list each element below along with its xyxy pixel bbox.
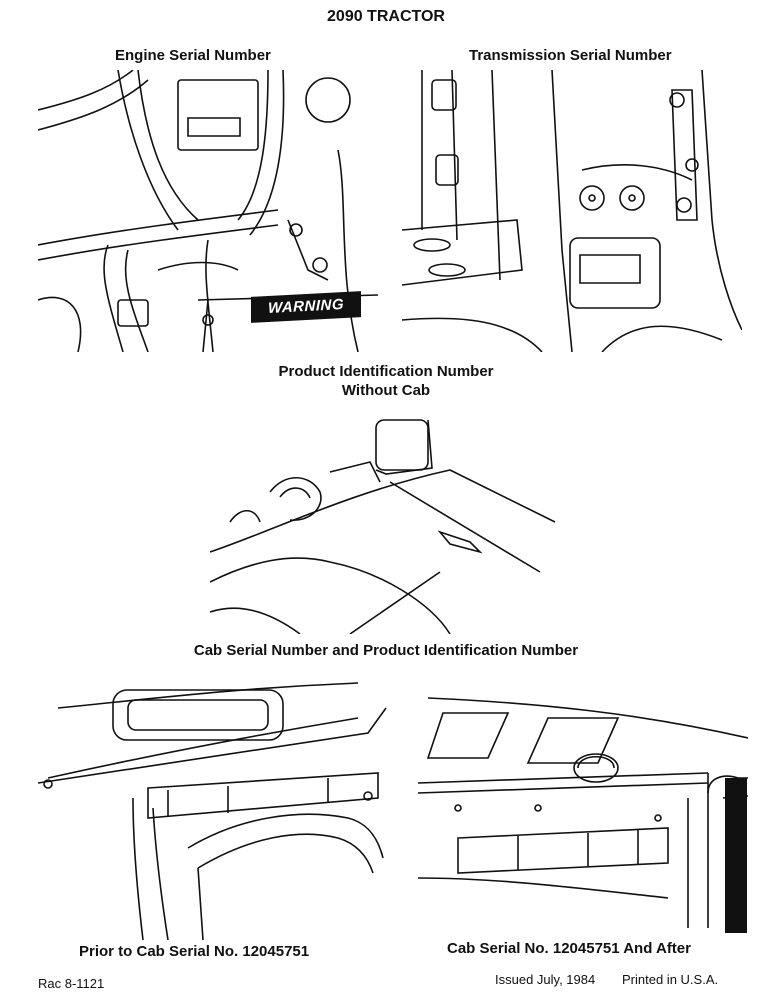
footer-printed-location: Printed in U.S.A. bbox=[622, 972, 719, 987]
cab-after-caption: Cab Serial No. 12045751 And After bbox=[447, 940, 691, 957]
engine-serial-caption: Engine Serial Number bbox=[115, 47, 271, 64]
cab-section-caption: Cab Serial Number and Product Identifica… bbox=[193, 642, 579, 659]
cab-prior-caption: Prior to Cab Serial No. 12045751 bbox=[79, 943, 310, 960]
cab-prior-illustration bbox=[38, 678, 388, 940]
page-title: 2090 TRACTOR bbox=[327, 8, 445, 25]
pin-caption-line1: Product Identification Number bbox=[278, 363, 494, 380]
transmission-serial-caption: Transmission Serial Number bbox=[469, 47, 672, 64]
footer-document-code: Rac 8-1121 bbox=[38, 976, 105, 991]
product-identification-illustration bbox=[210, 412, 570, 634]
pin-caption-line2: Without Cab bbox=[341, 382, 431, 399]
engine-serial-illustration: WARNING bbox=[38, 70, 378, 352]
footer-issued-date: Issued July, 1984 bbox=[495, 972, 596, 987]
cab-after-illustration bbox=[418, 678, 748, 940]
transmission-serial-illustration bbox=[402, 70, 742, 352]
